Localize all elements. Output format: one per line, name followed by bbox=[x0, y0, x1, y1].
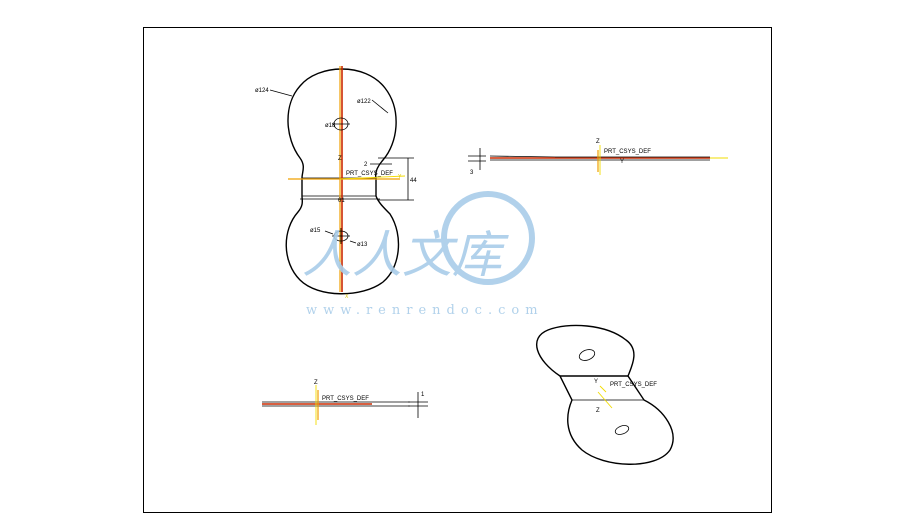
top-dim-thickness-label: 1 bbox=[421, 392, 425, 398]
front-dim-outer-label: ø124 bbox=[255, 88, 269, 94]
side-axis-y-label: Y bbox=[620, 159, 624, 165]
side-view: 3 PRT_CSYS_DEF Z Y bbox=[468, 139, 728, 176]
front-dim-bottom-hole2-label: ø13 bbox=[357, 242, 368, 248]
front-view-outline bbox=[285, 68, 400, 295]
front-csys-y-axis bbox=[339, 175, 406, 180]
front-axis-y-label: Y bbox=[398, 174, 402, 180]
front-dim-gap-label: 2 bbox=[364, 162, 368, 168]
side-csys-label: PRT_CSYS_DEF bbox=[604, 149, 651, 155]
iso-neck-left bbox=[559, 375, 573, 401]
watermark-text: 人人文库 bbox=[302, 226, 509, 284]
top-view: 1 PRT_CSYS_DEF Z bbox=[262, 380, 428, 425]
iso-axis-y-label: Y bbox=[594, 379, 598, 385]
front-axis-z-label: Z bbox=[338, 156, 342, 162]
front-dim-inner-label: ø122 bbox=[357, 99, 371, 105]
front-dim-height-label: 44 bbox=[410, 178, 417, 184]
iso-view: PRT_CSYS_DEF Y Z bbox=[536, 324, 674, 465]
front-dim-top-hole-label: ø18 bbox=[325, 123, 336, 129]
watermark: 人人文库 www.renrendoc.com bbox=[302, 191, 544, 318]
iso-axis-y bbox=[599, 385, 607, 393]
top-axis-z-label: Z bbox=[314, 380, 318, 386]
iso-csys-label: PRT_CSYS_DEF bbox=[610, 382, 657, 388]
side-dim-thickness-label: 3 bbox=[470, 170, 474, 176]
front-axis-x-label: X bbox=[345, 294, 349, 300]
side-axis-z-label: Z bbox=[596, 139, 600, 145]
watermark-url: www.renrendoc.com bbox=[306, 303, 544, 318]
iso-axis-z bbox=[597, 391, 613, 409]
front-leader-bottom-hole2 bbox=[349, 240, 357, 244]
front-leader-bottom-hole bbox=[324, 230, 334, 235]
iso-outline bbox=[536, 324, 674, 465]
side-edge-top bbox=[489, 155, 556, 158]
drawing-border bbox=[143, 27, 772, 513]
watermark-logo-ring bbox=[441, 191, 535, 285]
iso-bottom-hole bbox=[614, 425, 630, 435]
front-dim-bottom-hole-label: ø15 bbox=[310, 228, 321, 234]
front-csys-label: PRT_CSYS_DEF bbox=[346, 171, 393, 177]
iso-top-hole bbox=[578, 349, 596, 361]
front-leader-outer bbox=[269, 89, 293, 97]
top-csys-label: PRT_CSYS_DEF bbox=[322, 396, 369, 402]
front-dim-width-label: 61 bbox=[338, 198, 345, 204]
front-view: ø124 ø122 ø18 ø15 ø13 2 44 61 PRT_CSYS_D… bbox=[255, 66, 417, 300]
front-leader-inner bbox=[371, 99, 389, 114]
iso-axis-z-label: Z bbox=[596, 408, 600, 414]
